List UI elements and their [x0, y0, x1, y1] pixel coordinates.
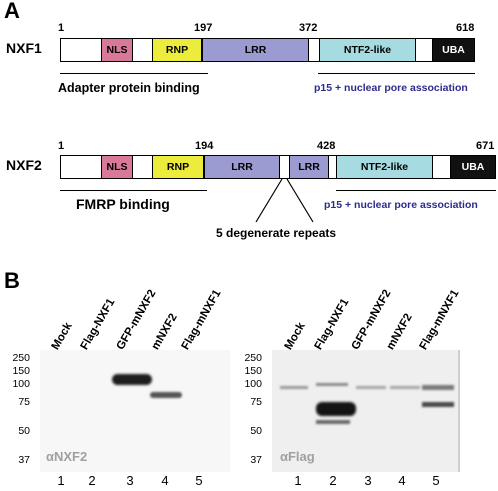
nxf2-rnp-domain: RNP	[152, 155, 204, 179]
right-band-mnxf1-upper	[422, 385, 454, 390]
right-band-nxf1-upper	[316, 383, 348, 386]
nxf1-rnp-domain: RNP	[152, 38, 202, 62]
nxf2-lrr-domain-1: LRR	[204, 155, 280, 179]
left-lane-label-flag-mnxf1: Flag-mNXF1	[179, 287, 224, 352]
left-lane-number-5: 5	[195, 473, 203, 488]
nxf1-uba-domain: UBA	[432, 38, 475, 62]
right-mw-150: 150	[244, 365, 262, 377]
right-mw-100: 100	[244, 378, 262, 390]
right-antibody-label: αFlag	[280, 449, 315, 464]
left-lane-number-4: 4	[161, 473, 169, 488]
nxf1-tick-197: 197	[194, 22, 213, 34]
right-band-mock-bg	[280, 386, 308, 389]
nxf1-label: NXF1	[6, 40, 42, 56]
nxf2-lrr-domain-2: LRR	[289, 155, 329, 179]
right-lane-number-2: 2	[329, 473, 337, 488]
nxf1-tick-618: 618	[456, 22, 475, 34]
left-lane-label-flag-nxf1: Flag-NXF1	[78, 296, 118, 352]
right-lane-label-flag-mnxf1: Flag-mNXF1	[417, 287, 462, 352]
right-band-nxf1-lower	[316, 420, 350, 424]
left-lane-number-3: 3	[126, 473, 134, 488]
right-mw-75: 75	[250, 396, 262, 408]
panel-b-label: B	[4, 268, 20, 293]
left-band-mnxf2	[150, 392, 182, 398]
left-lane-number-1: 1	[57, 473, 65, 488]
nxf2-tick-194: 194	[195, 140, 214, 152]
left-band-gfp-mnxf2	[112, 374, 152, 385]
nxf1-ntf2-domain: NTF2-like	[319, 38, 416, 62]
left-mw-37: 37	[18, 454, 30, 466]
right-lane-label-mnxf2: mNXF2	[384, 311, 415, 352]
nxf2-p15-bracket	[336, 190, 496, 191]
nxf2-fmrp-bracket	[60, 190, 207, 191]
left-lane-label-mnxf2: mNXF2	[149, 311, 180, 352]
nxf2-tick-671: 671	[476, 140, 495, 152]
left-lane-number-2: 2	[88, 473, 96, 488]
right-band-gfp-bg	[356, 386, 386, 389]
nxf1-adapter-bracket	[60, 73, 208, 74]
right-western-blot: αFlag	[272, 350, 460, 472]
left-mw-75: 75	[18, 396, 30, 408]
right-mw-250: 250	[244, 352, 262, 364]
nxf2-nls-domain: NLS	[101, 155, 133, 179]
left-antibody-label: αNXF2	[46, 449, 88, 464]
nxf1-p15-bracket	[318, 73, 475, 74]
right-mw-37: 37	[250, 454, 262, 466]
nxf1-p15-caption: p15 + nuclear pore association	[314, 82, 468, 94]
left-mw-250: 250	[12, 352, 30, 364]
right-lane-number-3: 3	[364, 473, 372, 488]
nxf1-adapter-caption: Adapter protein binding	[58, 81, 200, 95]
nxf1-lrr-domain: LRR	[202, 38, 309, 62]
nxf1-tick-372: 372	[299, 22, 318, 34]
degenerate-repeats-pointer	[255, 178, 314, 223]
right-band-mnxf2-bg	[390, 386, 420, 389]
right-lane-number-1: 1	[294, 473, 302, 488]
right-band-flag-nxf1	[316, 402, 356, 416]
degenerate-repeats-caption: 5 degenerate repeats	[216, 226, 337, 240]
right-mw-50: 50	[250, 425, 262, 437]
right-lane-number-4: 4	[398, 473, 406, 488]
left-lane-label-mock: Mock	[49, 320, 75, 352]
right-band-flag-mnxf1	[422, 402, 454, 407]
nxf2-uba-domain: UBA	[450, 155, 496, 179]
right-blot-edge	[458, 350, 460, 472]
nxf2-label: NXF2	[6, 157, 42, 173]
nxf2-tick-start: 1	[58, 140, 65, 152]
right-lane-number-5: 5	[432, 473, 440, 488]
nxf2-p15-caption: p15 + nuclear pore association	[324, 199, 478, 211]
left-western-blot: αNXF2	[40, 350, 230, 472]
nxf1-nls-domain: NLS	[101, 38, 133, 62]
left-mw-100: 100	[12, 378, 30, 390]
left-mw-50: 50	[18, 425, 30, 437]
left-mw-150: 150	[12, 365, 30, 377]
nxf2-ntf2-domain: NTF2-like	[336, 155, 433, 179]
nxf1-tick-start: 1	[58, 22, 65, 34]
nxf2-tick-428: 428	[317, 140, 336, 152]
nxf2-fmrp-caption: FMRP binding	[76, 196, 170, 212]
panel-a-label: A	[4, 0, 20, 23]
right-lane-label-flag-nxf1: Flag-NXF1	[312, 296, 352, 352]
right-lane-label-mock: Mock	[282, 320, 308, 352]
